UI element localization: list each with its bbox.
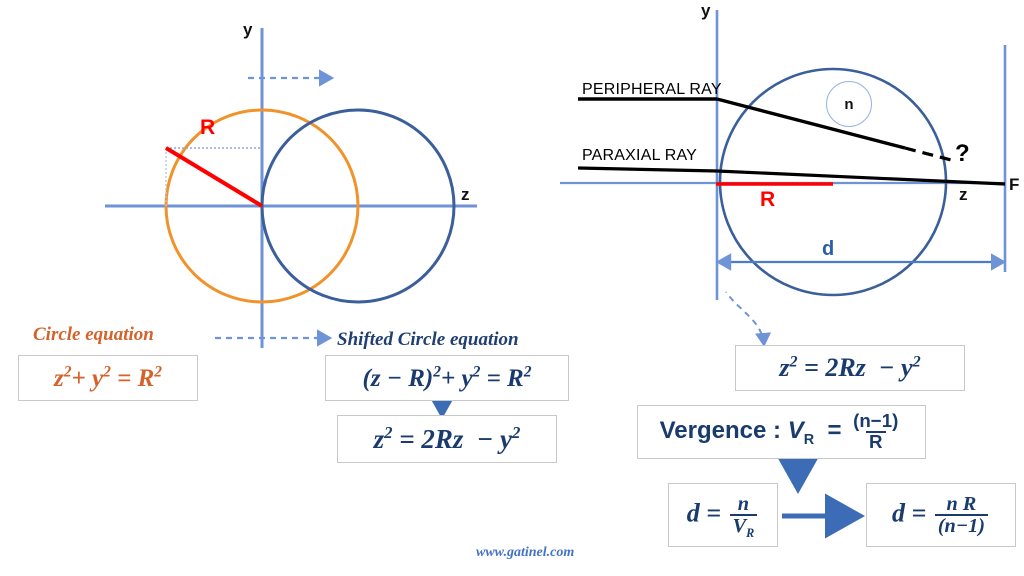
circle-equation-box: z2+ y2 = R2 bbox=[18, 355, 198, 401]
circle-equation-text: z2+ y2 = R2 bbox=[54, 363, 162, 392]
diameter-label: d bbox=[822, 238, 835, 260]
distance-equation-box-2: d = n R(n−1) bbox=[866, 483, 1016, 547]
equation-leader bbox=[725, 291, 772, 347]
left-y-axis-label: y bbox=[243, 20, 253, 39]
right-y-axis-label: y bbox=[701, 1, 711, 20]
vergence-equation-text: Vergence : VR = (n−1)R bbox=[659, 410, 899, 452]
paraxial-ray-label: PARAXIAL RAY bbox=[582, 147, 698, 164]
right-z-axis-label: z bbox=[959, 185, 968, 204]
left-diagram bbox=[105, 28, 477, 419]
distance-equation-2-text: d = n R(n−1) bbox=[892, 493, 990, 537]
peripheral-ray-extension bbox=[904, 146, 956, 163]
shifted-circle-equation-box: (z − R)2+ y2 = R2 bbox=[325, 355, 569, 401]
vergence-equation-box: Vergence : VR = (n−1)R bbox=[637, 405, 926, 459]
right-radius-label: R bbox=[760, 188, 776, 211]
left-z-axis-label: z bbox=[461, 185, 470, 204]
left-expanded-equation-text: z2 = 2Rz − y2 bbox=[373, 422, 521, 454]
peripheral-ray-label: PERIPHERAL RAY bbox=[582, 81, 722, 98]
paraxial-ray-incident bbox=[577, 166, 718, 173]
question-mark-label: ? bbox=[955, 140, 970, 167]
watermark: www.gatinel.com bbox=[476, 545, 575, 560]
left-radius-label: R bbox=[200, 116, 216, 139]
right-expanded-equation-box: z2 = 2Rz − y2 bbox=[735, 345, 965, 391]
focal-point-label: F bbox=[1009, 175, 1020, 194]
radius-line bbox=[164, 146, 264, 208]
left-expanded-equation-box: z2 = 2Rz − y2 bbox=[337, 415, 557, 463]
circle-equation-caption: Circle equation bbox=[33, 324, 154, 345]
right-expanded-equation-text: z2 = 2Rz − y2 bbox=[779, 353, 921, 382]
refractive-index-label: n bbox=[844, 95, 854, 113]
shifted-circle-equation-text: (z − R)2+ y2 = R2 bbox=[362, 363, 532, 392]
right-diagram bbox=[560, 10, 1007, 539]
paraxial-ray-refracted bbox=[716, 169, 1006, 186]
vergence-label: Vergence : bbox=[659, 417, 782, 445]
refractive-index-marker: n bbox=[826, 81, 872, 127]
shifted-circle-equation-caption: Shifted Circle equation bbox=[337, 329, 519, 350]
peripheral-ray-refracted bbox=[716, 97, 906, 150]
